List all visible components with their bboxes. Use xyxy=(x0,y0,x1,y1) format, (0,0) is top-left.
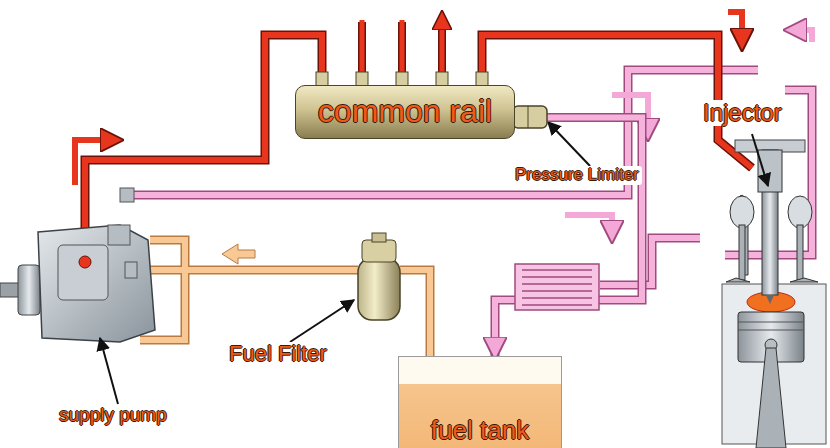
return-line-connector xyxy=(495,117,642,356)
cooler-fin xyxy=(522,290,592,292)
cooler-fin xyxy=(522,283,592,285)
connector-outline xyxy=(495,117,642,356)
feed-line xyxy=(130,240,430,358)
engine-cylinder xyxy=(747,292,795,312)
leader-line xyxy=(752,134,768,186)
engine-cylinder xyxy=(739,225,745,280)
return-line xyxy=(128,70,812,285)
flow-arrow xyxy=(795,30,812,42)
common-rail: common rail xyxy=(295,85,515,139)
flow-arrow xyxy=(222,244,255,264)
return-line xyxy=(128,70,812,285)
supply-pump xyxy=(58,245,108,300)
engine-cylinder xyxy=(730,196,754,228)
return-line xyxy=(128,70,812,285)
supply-pump xyxy=(120,188,134,202)
supply-pump xyxy=(0,188,155,342)
engine-cylinder xyxy=(797,225,803,280)
flow-arrow xyxy=(728,12,742,40)
cooler-fin xyxy=(522,276,592,278)
fuel-filter xyxy=(372,233,386,242)
engine-cylinder xyxy=(738,322,804,323)
supply-pump xyxy=(125,262,137,278)
fuel-tank: fuel tank xyxy=(398,356,562,448)
engine-cylinder xyxy=(756,348,786,448)
flow-arrow xyxy=(565,215,612,232)
pressure-limiter xyxy=(513,106,547,128)
component-label: Injector xyxy=(700,100,785,126)
component-label: Fuel Filter xyxy=(226,342,330,366)
fuel-filter xyxy=(358,258,400,320)
leader-line xyxy=(548,122,590,166)
engine-cylinder xyxy=(758,150,782,192)
fuel-cooler xyxy=(515,264,599,310)
fuel-filter xyxy=(362,240,396,262)
component-label: Pressure Limiter xyxy=(512,166,642,185)
high-pressure-line xyxy=(85,35,752,262)
leader-line xyxy=(100,338,118,404)
pressure-limiter xyxy=(528,106,529,128)
cooler-fin xyxy=(522,269,592,271)
pressure-limiter xyxy=(513,106,547,128)
leader-line xyxy=(290,300,354,342)
supply-pump xyxy=(18,265,40,315)
supply-pump xyxy=(79,256,91,268)
fuel-tank-label: fuel tank xyxy=(431,416,529,445)
high-pressure-line xyxy=(85,35,752,262)
cooler-fin xyxy=(522,297,592,299)
flow-arrow xyxy=(75,12,812,264)
engine-cylinder xyxy=(738,330,804,331)
high-pressure-line xyxy=(85,20,752,262)
fuel-cooler xyxy=(515,264,599,310)
feed-line xyxy=(130,240,430,358)
fuel-filter xyxy=(358,233,400,320)
engine-cylinder xyxy=(766,295,774,304)
high-pressure-line xyxy=(362,20,442,78)
supply-pump xyxy=(108,225,130,245)
engine-cylinder xyxy=(722,140,826,448)
cooler-fin xyxy=(522,304,592,306)
supply-pump xyxy=(38,225,155,342)
feed-line xyxy=(130,240,430,358)
common-rail-label: common rail xyxy=(318,94,492,129)
connector-line xyxy=(495,117,642,356)
flow-arrow xyxy=(75,140,112,185)
engine-cylinder xyxy=(788,196,812,228)
component-label: supply pump xyxy=(56,405,170,426)
